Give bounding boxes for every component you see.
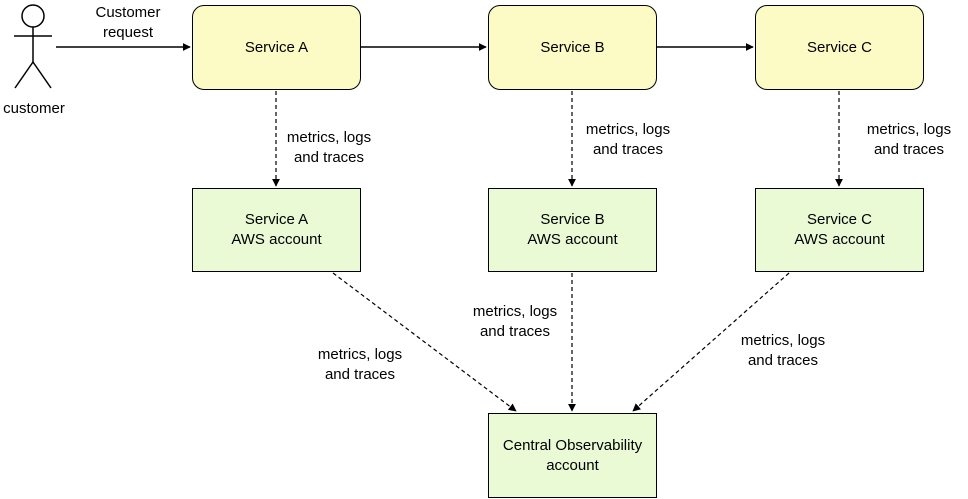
- customer-request-line1: Customer: [95, 4, 161, 21]
- service-b-account-line2: AWS account: [527, 231, 618, 248]
- edge-label-account-c-line1: metrics, logs: [740, 332, 826, 349]
- service-c-label: Service C: [806, 38, 873, 56]
- edge-label-service-c-line1: metrics, logs: [866, 121, 952, 138]
- edge-label-account-c-line2: and traces: [747, 352, 819, 369]
- edge-label-service-b: metrics, logs and traces: [572, 120, 684, 160]
- service-c-account-line1: Service C: [806, 211, 873, 228]
- service-b-node: Service B: [488, 5, 657, 90]
- edge-label-service-b-line1: metrics, logs: [585, 121, 671, 138]
- service-a-account-node: Service A AWS account: [192, 188, 361, 272]
- edge-label-account-b-line2: and traces: [479, 323, 551, 340]
- service-a-node: Service A: [192, 5, 361, 90]
- central-observability-line2: account: [546, 456, 599, 474]
- edge-label-service-b-line2: and traces: [592, 141, 664, 158]
- central-observability-node: Central Observability account: [488, 413, 657, 498]
- edge-label-service-a: metrics, logs and traces: [273, 128, 385, 168]
- edge-label-account-c: metrics, logs and traces: [727, 331, 839, 371]
- arrow-account-a-to-central: [332, 272, 517, 412]
- edge-label-account-a-line1: metrics, logs: [317, 346, 403, 363]
- edge-label-service-c: metrics, logs and traces: [853, 120, 965, 160]
- service-b-account-node: Service B AWS account: [488, 188, 657, 272]
- customer-actor-icon: [14, 4, 52, 89]
- customer-label: customer: [0, 99, 68, 119]
- edge-label-service-a-line1: metrics, logs: [286, 129, 372, 146]
- edge-label-service-c-line2: and traces: [873, 141, 945, 158]
- edge-label-account-a-line2: and traces: [324, 366, 396, 383]
- service-c-account-line2: AWS account: [794, 231, 885, 248]
- edge-label-service-a-line2: and traces: [293, 149, 365, 166]
- customer-request-line2: request: [102, 24, 154, 41]
- service-c-node: Service C: [755, 5, 924, 90]
- edge-label-account-a: metrics, logs and traces: [304, 345, 416, 385]
- edge-label-account-b: metrics, logs and traces: [459, 302, 571, 342]
- service-c-account-node: Service C AWS account: [755, 188, 924, 272]
- edge-label-account-b-line1: metrics, logs: [472, 303, 558, 320]
- customer-label-text: customer: [3, 100, 65, 117]
- service-a-account-line2: AWS account: [231, 231, 322, 248]
- service-a-account-line1: Service A: [244, 211, 309, 228]
- service-b-account-line1: Service B: [540, 211, 605, 228]
- service-b-label: Service B: [540, 38, 605, 56]
- customer-request-label: Customer request: [76, 3, 180, 43]
- service-a-label: Service A: [244, 38, 309, 56]
- central-observability-line1: Central Observability: [502, 436, 643, 454]
